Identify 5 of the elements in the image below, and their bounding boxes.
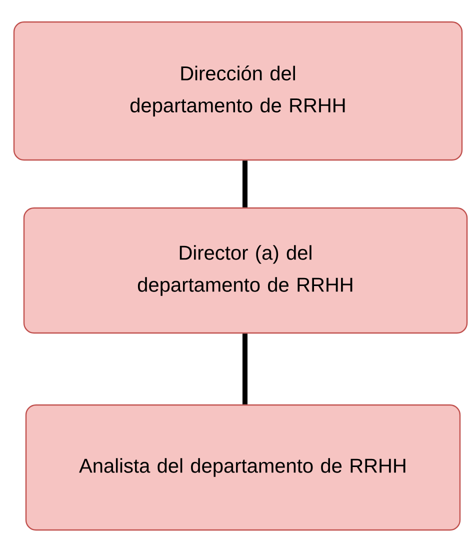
connector-line	[242, 160, 248, 208]
org-box: Analista del departamento de RRHH	[25, 404, 461, 531]
connector-line	[242, 334, 248, 404]
org-box: Dirección del departamento de RRHH	[13, 21, 463, 161]
org-box: Director (a) del departamento de RRHH	[23, 207, 468, 334]
